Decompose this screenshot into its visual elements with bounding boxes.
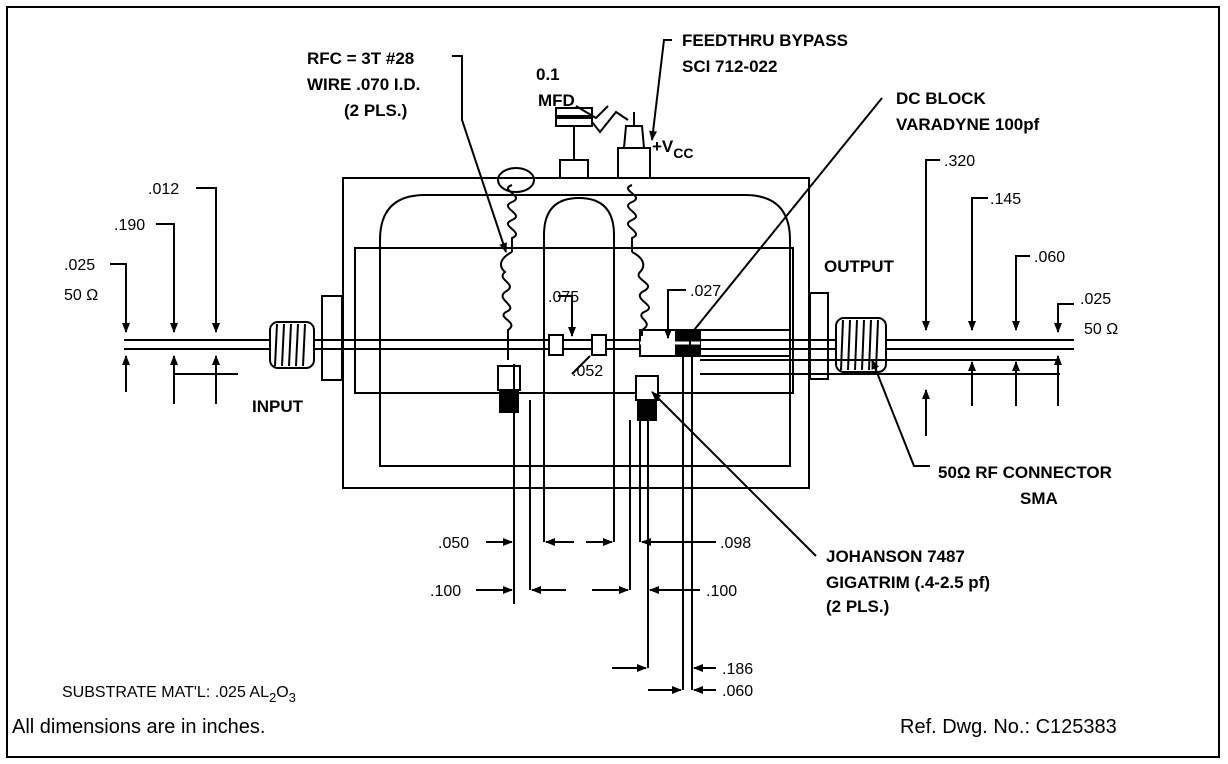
right-dimensions (700, 159, 1074, 436)
output-sma-connector (835, 317, 887, 373)
housing (342, 177, 810, 489)
dim-186: .186 (722, 661, 753, 678)
connector-label-line2: SMA (1020, 489, 1058, 508)
rfc-label-line2: WIRE .070 I.D. (307, 75, 420, 94)
input-flange (321, 295, 343, 381)
units-note: All dimensions are in inches. (12, 716, 266, 738)
output-label: OUTPUT (824, 257, 895, 276)
bypass-capacitor (555, 107, 629, 179)
dim-060-top: .060 (1034, 249, 1065, 266)
input-sma-connector (269, 321, 315, 369)
feedthru-bypass (617, 112, 651, 179)
capacitor-value-line2: MFD (538, 91, 575, 110)
dim-025-left: .025 (64, 257, 95, 274)
dim-025-right: .025 (1080, 291, 1111, 308)
dim-098: .098 (720, 535, 751, 552)
reference-drawing-number: Ref. Dwg. No.: C125383 (900, 716, 1117, 738)
impedance-left: 50 Ω (64, 287, 98, 304)
dimension-labels: .012 .190 .025 50 Ω .075 .052 .027 .320 … (64, 153, 1118, 700)
input-label: INPUT (252, 397, 304, 416)
left-dimensions (110, 187, 238, 404)
dim-012: .012 (148, 181, 179, 198)
dc-block-label-line2: VARADYNE 100pf (896, 115, 1040, 134)
dim-027: .027 (690, 283, 721, 300)
bottom-dimension-arrows (476, 538, 716, 694)
dim-052: .052 (572, 363, 603, 380)
gigatrim-left (497, 365, 521, 413)
output-flange (809, 292, 829, 380)
rfc-coil-left (497, 167, 535, 360)
dim-190: .190 (114, 217, 145, 234)
feedthru-label-line2: SCI 712-022 (682, 57, 777, 76)
dim-100-left: .100 (430, 583, 461, 600)
transmission-lines (124, 329, 1074, 357)
dim-100-right: .100 (706, 583, 737, 600)
vcc-label: +VCC (652, 137, 694, 161)
rfc-coil-right (627, 184, 651, 336)
drawing-frame (6, 6, 1220, 758)
dim-145: .145 (990, 191, 1021, 208)
johanson-label-line2: GIGATRIM (.4-2.5 pf) (826, 573, 990, 592)
johanson-label-line1: JOHANSON 7487 (826, 547, 965, 566)
dim-060-bottom: .060 (722, 683, 753, 700)
dc-block-label-line1: DC BLOCK (896, 89, 986, 108)
capacitor-value-line1: 0.1 (536, 65, 560, 84)
bottom-extension-lines (513, 356, 693, 690)
rfc-label-line3: (2 PLS.) (344, 101, 407, 120)
johanson-label-line3: (2 PLS.) (826, 597, 889, 616)
callout-labels: RFC = 3T #28 WIRE .070 I.D. (2 PLS.) 0.1… (252, 31, 1112, 616)
substrate-note: SUBSTRATE MAT'L: .025 AL2O3 (62, 684, 296, 705)
connector-label-line1: 50Ω RF CONNECTOR (938, 463, 1112, 482)
impedance-right: 50 Ω (1084, 321, 1118, 338)
leader-lines (452, 39, 930, 557)
feedthru-label-line1: FEEDTHRU BYPASS (682, 31, 848, 50)
dim-050: .050 (438, 535, 469, 552)
rfc-label-line1: RFC = 3T #28 (307, 49, 414, 68)
dim-320: .320 (944, 153, 975, 170)
dim-075: .075 (548, 289, 579, 306)
